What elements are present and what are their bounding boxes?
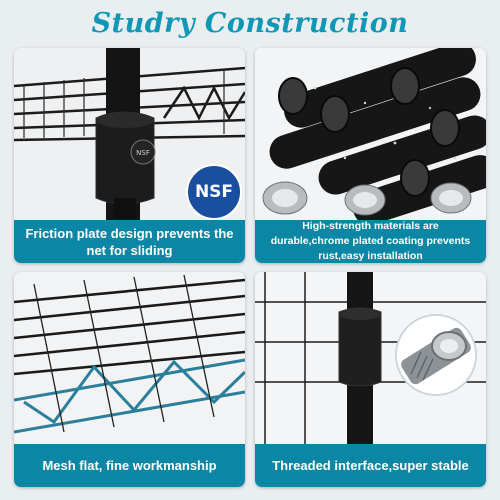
collar-nsf-mark: NSF (136, 149, 150, 157)
tubes-photo (255, 48, 486, 220)
caption-friction-plate: Friction plate design prevents the net f… (14, 220, 245, 263)
caption-materials: High-strength materials are durable,chro… (255, 220, 486, 263)
caption-threaded: Threaded interface,super stable (255, 444, 486, 487)
panel-threaded: Threaded interface,super stable (255, 272, 486, 487)
panel-mesh: Mesh flat, fine workmanship (14, 272, 245, 487)
nsf-badge: NSF (186, 164, 242, 220)
panel-friction-plate: NSF NSF Friction plate design prevents t… (14, 48, 245, 263)
threaded-zoom-circle (395, 314, 477, 396)
panel-materials: High-strength materials are durable,chro… (255, 48, 486, 263)
threaded-end-image (397, 316, 475, 394)
page-title: Studry Construction (91, 8, 409, 39)
friction-plate-photo: NSF (14, 48, 245, 220)
caption-mesh: Mesh flat, fine workmanship (14, 444, 245, 487)
mesh-photo (14, 272, 245, 444)
